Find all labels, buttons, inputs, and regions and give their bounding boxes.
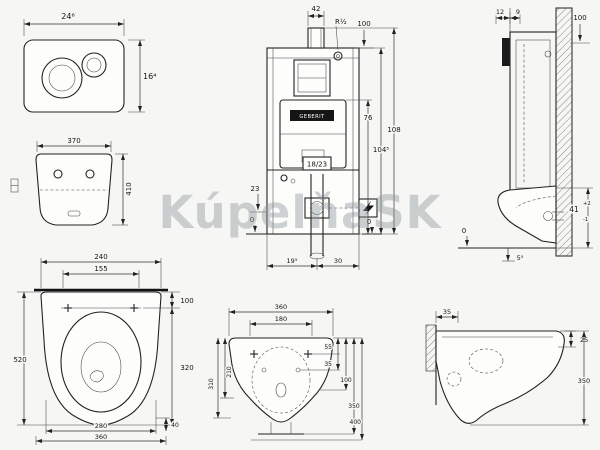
- small-bowl-right-dimensions: 55 35 100 350 400: [300, 337, 364, 441]
- bottom-outlet-dimensions: 19⁵ 30: [266, 234, 360, 270]
- water-supply: R½: [333, 17, 348, 61]
- side-bowl-height-label: 350: [578, 377, 590, 385]
- gasket-profile-icon: [10, 178, 19, 193]
- thread-label: R½: [335, 18, 347, 26]
- gasket-height-dimension: 410: [112, 153, 135, 226]
- side-top-offset-label: 100: [573, 14, 586, 22]
- bowl-base-width-label: 280: [95, 422, 107, 430]
- tolerance-plus-label: +2: [583, 201, 591, 207]
- right-height-dimensions: 76 104⁵ 108: [324, 27, 402, 235]
- small-bowl-outer-width-label: 360: [275, 303, 287, 311]
- flush-plate-profile: [502, 38, 510, 66]
- bowl-base-height-label: 40: [171, 422, 179, 429]
- left-offset-label: 23: [251, 185, 260, 193]
- side-top-offset-dimension: 100: [570, 13, 590, 44]
- len-b-label: 210: [226, 366, 233, 378]
- structural-wall: [555, 7, 573, 257]
- bracket-label: 18/23: [307, 161, 327, 169]
- bowl-hinge-offset-label: 100: [180, 297, 193, 305]
- floor-left-label: 0: [250, 216, 254, 224]
- bowl-length-label: 320: [180, 364, 193, 372]
- bowl-total-length-label: 520: [13, 356, 26, 364]
- bowl-top-view-small: 360 180 55 35 100 350 400: [207, 302, 364, 441]
- small-bowl-outline: [228, 337, 334, 441]
- pipe-width-dimension: 42: [307, 4, 325, 26]
- gasket-width-dimension: 370: [36, 136, 112, 152]
- frame-height-label: 108: [387, 126, 400, 134]
- flush-plate-outline: [23, 39, 125, 113]
- floor-and-drain: 0 5⁵: [458, 226, 556, 264]
- len-a-label: 310: [208, 378, 215, 390]
- top-offset-label: 100: [357, 20, 370, 28]
- gasket-width-label: 370: [67, 137, 80, 145]
- wall-hung-bowl-profile: [497, 185, 564, 244]
- brand-label: GEBERIT: [299, 114, 325, 120]
- small-bowl-top-dimensions: 360 180: [228, 302, 334, 336]
- depth-a-label: 12: [496, 8, 504, 16]
- left-offset-dimension: 23: [249, 184, 266, 213]
- bowl-top-view-large: 240 155 100 320 520 280: [12, 252, 195, 445]
- bowl-height-dimension: 41 +2 -1: [556, 187, 593, 249]
- depth-b-label: 9: [516, 8, 520, 16]
- gasket-outline: [35, 153, 113, 226]
- flush-plate-view: 24⁶ 16⁴: [23, 11, 156, 113]
- floor-right-label: 0: [367, 218, 371, 226]
- edge-b-label: 100: [340, 377, 352, 384]
- bowl-side-view: 35 25 350: [425, 307, 592, 426]
- hole-gap-label: 55: [324, 344, 332, 351]
- bowl-bottom-dimensions: 280 40 360: [35, 400, 180, 445]
- gasket-height-label: 410: [125, 182, 133, 195]
- side-bowl-rim-offset-dimension: 35: [435, 307, 459, 323]
- side-bowl-outline: [425, 324, 565, 424]
- plate-height-dimension: 16⁴: [128, 39, 156, 113]
- bowl-inner-width-label: 155: [94, 265, 107, 273]
- plate-width-label: 24⁶: [61, 12, 74, 21]
- bowl-height-label: 41: [569, 205, 579, 214]
- inner-height-label: 104⁵: [373, 146, 389, 154]
- bowl-outer-width-label: 240: [94, 253, 107, 261]
- side-bowl-height-dimension: 350: [470, 330, 592, 426]
- cistern-front-view: 42 R½ 100 GEBERIT 18/23: [246, 4, 402, 270]
- depth-dimensions: 12 9: [494, 7, 522, 24]
- plate-width-dimension: 24⁶: [23, 11, 125, 36]
- top-offset-dimension: 100: [354, 19, 374, 49]
- bowl-right-dimensions: 100 320: [101, 291, 195, 426]
- outlet-right-label: 30: [334, 257, 342, 265]
- small-bowl-left-dimensions: 310 210: [207, 338, 235, 419]
- wall-hatch: [425, 324, 437, 372]
- pipe-width-label: 42: [312, 5, 321, 13]
- bowl-total-width-label: 360: [95, 433, 107, 441]
- outlet-left-label: 19⁵: [287, 257, 298, 265]
- drain-pipe: [304, 174, 330, 260]
- plate-height-label: 16⁴: [143, 72, 156, 81]
- bowl-outline: [34, 288, 168, 426]
- bowl-left-dimension: 520: [12, 291, 101, 426]
- side-floor-label: 0: [462, 227, 466, 235]
- tolerance-minus-label: -1: [583, 217, 588, 223]
- gasket-view: 370 410: [10, 136, 135, 226]
- rim-offset-label: 35: [443, 308, 451, 316]
- small-bowl-inner-width-label: 180: [275, 315, 287, 323]
- tank-assembly: GEBERIT 18/23: [267, 59, 359, 184]
- small-bowl-total-length-label: 400: [350, 419, 362, 426]
- small-bowl-length-label: 350: [348, 403, 360, 410]
- edge-a-label: 35: [324, 361, 332, 368]
- installation-side-view: 12 9 100 41 +2 -1: [458, 7, 593, 264]
- drain-offset-label: 5⁵: [517, 254, 524, 262]
- bowl-top-width-dimensions: 240 155: [40, 252, 162, 288]
- tank-height-label: 76: [364, 114, 373, 122]
